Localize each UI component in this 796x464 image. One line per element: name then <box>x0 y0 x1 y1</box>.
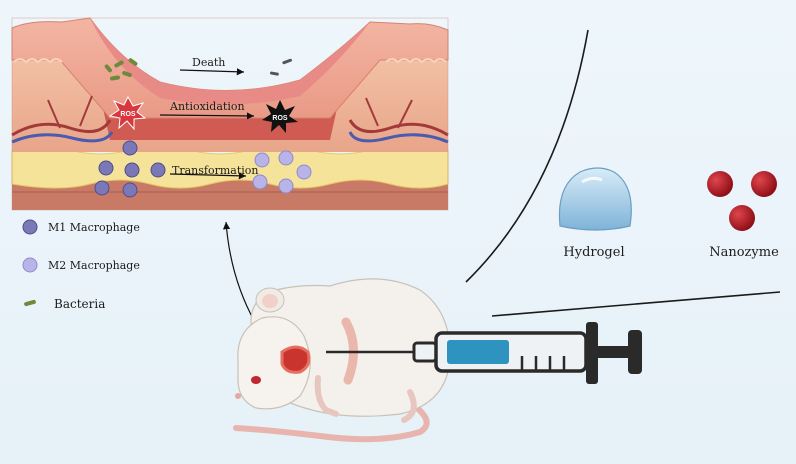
legend-item-bacteria: Bacteria <box>24 297 106 311</box>
ros-red-label: ROS <box>120 111 136 118</box>
m2-macrophage-icon <box>23 258 37 272</box>
rat-nose <box>235 393 241 399</box>
hydrogel-group: Hydrogel <box>559 168 631 260</box>
rat-wound <box>282 347 309 372</box>
m1-macrophage-icon <box>23 220 37 234</box>
nanozyme-label: Nanozyme <box>709 245 779 260</box>
nanozyme-particle-icon <box>751 171 777 197</box>
death-label: Death <box>192 56 225 69</box>
legend: M1 Macrophage M2 Macrophage Bacteria <box>23 220 140 311</box>
hydrogel-label: Hydrogel <box>563 245 624 260</box>
syringe-plunger-rod <box>598 346 628 358</box>
syringe-flange <box>586 322 598 384</box>
legend-label-m2: M2 Macrophage <box>48 259 140 272</box>
nanozyme-group: Nanozyme <box>707 171 779 260</box>
skin-section-panel: Death ROS Antioxidation ROS Transformati… <box>12 18 448 210</box>
nanozyme-particle-icon <box>707 171 733 197</box>
legend-label-m1: M1 Macrophage <box>48 221 140 234</box>
transformation-label: Transformation <box>172 164 258 177</box>
bacteria-icon <box>24 300 37 307</box>
death-arrow <box>180 70 244 72</box>
legend-item-m2: M2 Macrophage <box>23 258 140 272</box>
zoom-line-lower <box>492 292 780 316</box>
nanozyme-particle-icon <box>729 205 755 231</box>
rat-eye <box>251 376 261 384</box>
syringe-fluid <box>447 340 509 364</box>
dead-bacteria <box>270 58 293 75</box>
legend-item-m1: M1 Macrophage <box>23 220 140 234</box>
ros-black-label: ROS <box>272 115 288 122</box>
syringe-plunger-cap <box>628 330 642 374</box>
syringe-hub <box>414 343 436 361</box>
antioxidation-label: Antioxidation <box>169 100 245 113</box>
legend-label-bacteria: Bacteria <box>54 297 105 311</box>
